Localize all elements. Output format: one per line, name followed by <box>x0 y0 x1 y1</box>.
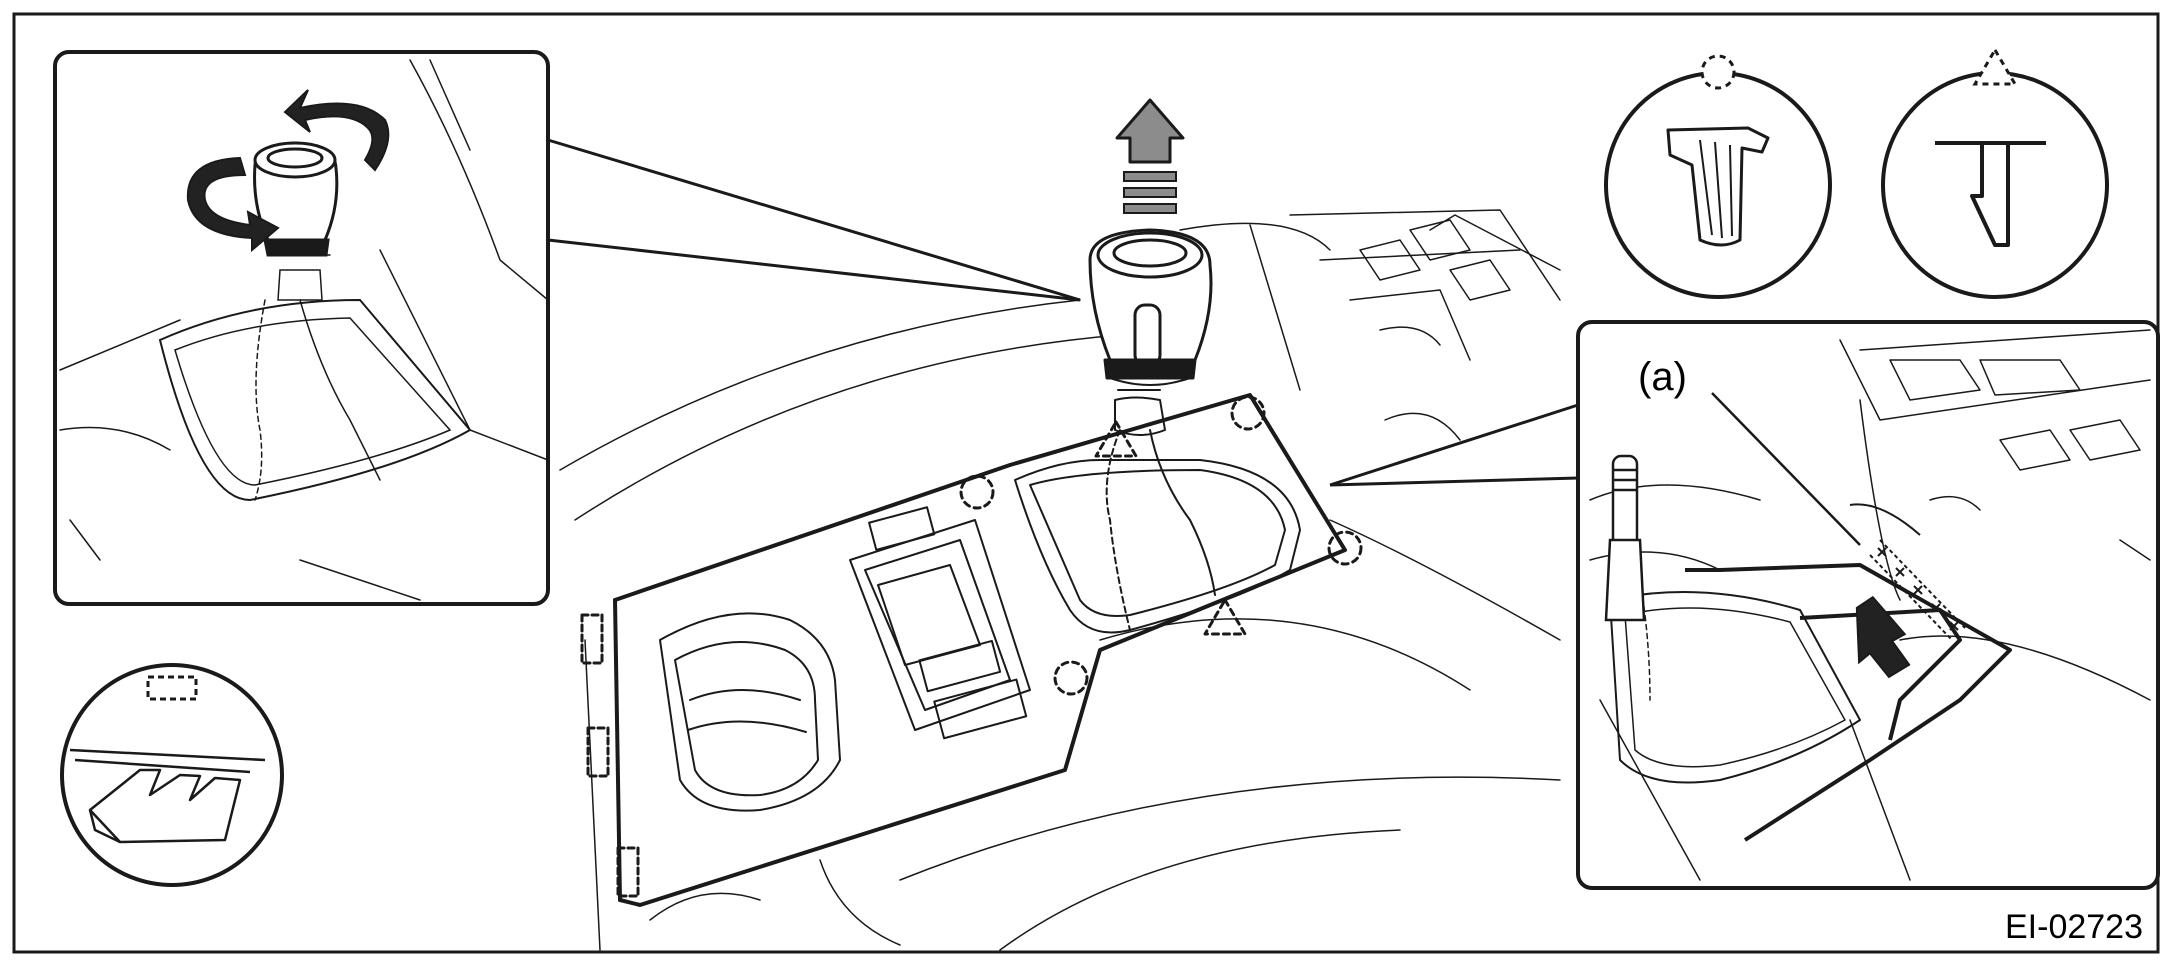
clip-marker <box>1053 660 1089 696</box>
shift-knob <box>1088 228 1213 386</box>
pawl-marker <box>1094 420 1138 458</box>
detail-panel-knob-rotation <box>53 50 550 606</box>
hook-legend-symbol <box>146 675 198 701</box>
legend-clip <box>1604 54 1832 299</box>
callout-leader <box>1711 392 1861 546</box>
clip-marker <box>1327 530 1363 566</box>
detail-hook <box>60 663 284 887</box>
hook-marker <box>616 846 640 898</box>
leader-lines <box>547 138 1579 487</box>
pawl-marker <box>1203 598 1247 636</box>
clip-marker <box>959 474 995 510</box>
up-arrow-icon <box>1115 98 1185 214</box>
center-console <box>559 209 1561 951</box>
pawl-legend-symbol <box>1972 47 2018 86</box>
clip-marker <box>1230 395 1266 431</box>
callout-label-a: (a) <box>1638 355 1687 399</box>
legend-pawl <box>1881 47 2109 299</box>
figure-code: EI-02723 <box>2005 908 2143 946</box>
hook-marker <box>586 726 610 778</box>
pry-arrow-icon <box>1855 595 1911 679</box>
detail-panel-pry-point: (a) <box>1576 320 2160 890</box>
rotate-arrows-icon <box>186 89 390 253</box>
hook-marker <box>580 613 604 665</box>
clip-legend-symbol <box>1700 54 1736 90</box>
